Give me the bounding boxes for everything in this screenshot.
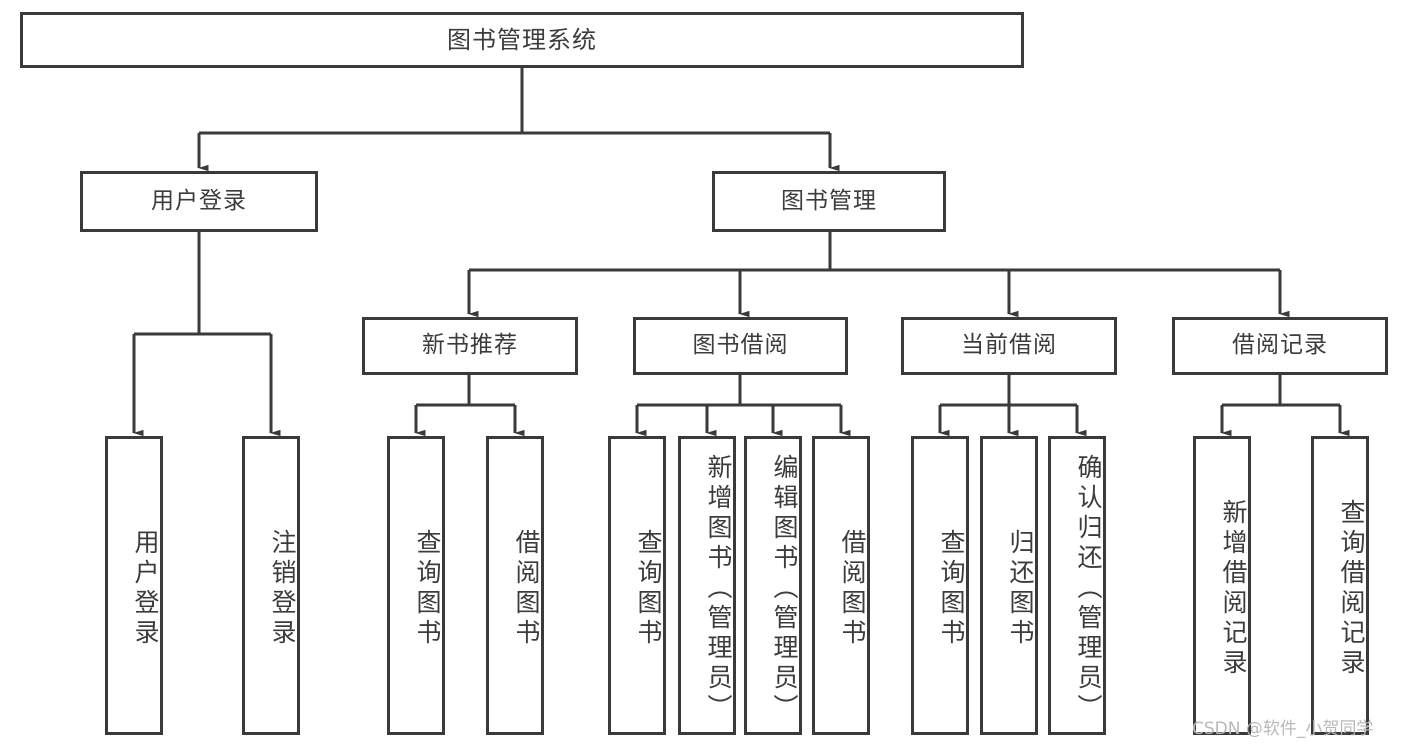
leaf-borrow-query-book[interactable]: 查询图书 bbox=[608, 436, 666, 735]
leaf-recommend-query-book[interactable]: 查询图书 bbox=[387, 436, 445, 735]
leaf-recommend-borrow-book[interactable]: 借阅图书 bbox=[486, 436, 544, 735]
leaf-borrow-borrow-book[interactable]: 借阅图书 bbox=[812, 436, 870, 735]
leaf-current-query-book[interactable]: 查询图书 bbox=[911, 436, 969, 735]
csdn-watermark: CSDN @软件_小贺同学 bbox=[1192, 719, 1374, 739]
leaf-record-add-record[interactable]: 新增借阅记录 bbox=[1193, 436, 1251, 735]
leaf-current-return-book[interactable]: 归还图书 bbox=[980, 436, 1038, 735]
node-borrow-record[interactable]: 借阅记录 bbox=[1172, 317, 1388, 375]
node-book-management[interactable]: 图书管理 bbox=[712, 171, 946, 232]
leaf-current-confirm-return-admin[interactable]: 确认归还（管理员） bbox=[1048, 436, 1106, 735]
node-root-system[interactable]: 图书管理系统 bbox=[20, 12, 1024, 68]
leaf-borrow-add-book-admin[interactable]: 新增图书（管理员） bbox=[678, 436, 736, 735]
node-new-book-recommend[interactable]: 新书推荐 bbox=[362, 317, 578, 375]
leaf-user-login-login[interactable]: 用户登录 bbox=[105, 436, 163, 735]
leaf-borrow-edit-book-admin[interactable]: 编辑图书（管理员） bbox=[744, 436, 802, 735]
leaf-record-query-record[interactable]: 查询借阅记录 bbox=[1311, 436, 1369, 735]
node-user-login[interactable]: 用户登录 bbox=[80, 171, 318, 232]
node-current-borrow[interactable]: 当前借阅 bbox=[901, 317, 1117, 375]
leaf-user-login-logout[interactable]: 注销登录 bbox=[242, 436, 300, 735]
node-book-borrow[interactable]: 图书借阅 bbox=[633, 317, 848, 375]
